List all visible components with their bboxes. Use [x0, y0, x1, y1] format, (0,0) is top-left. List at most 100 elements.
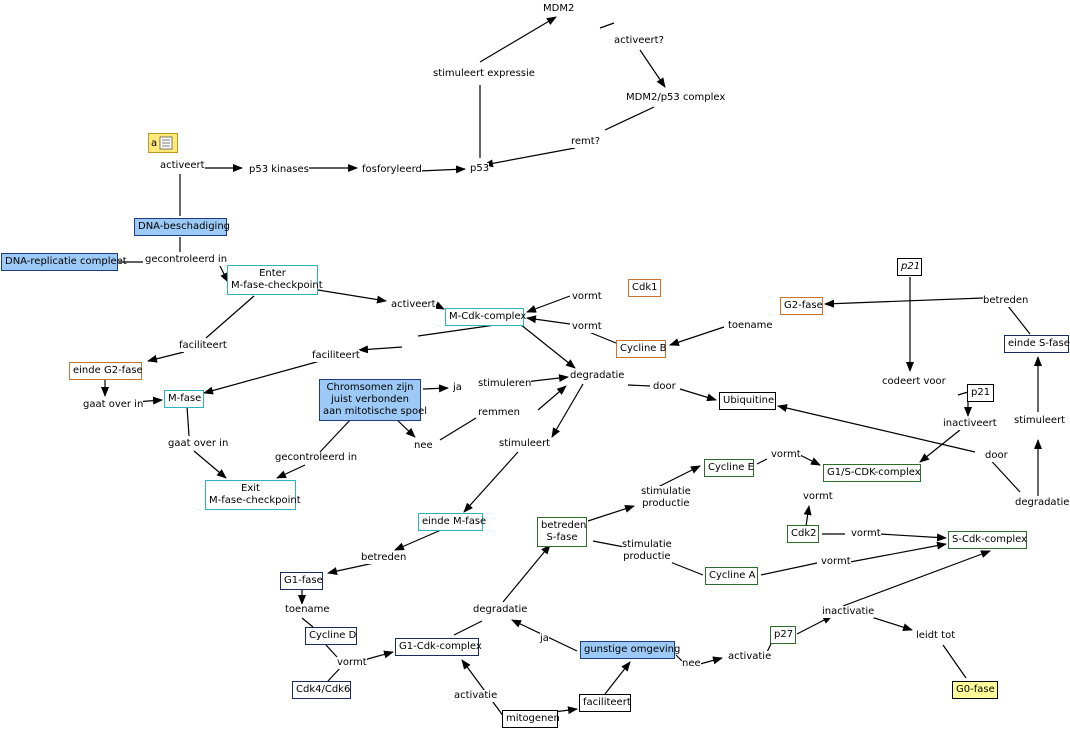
node-p21-gene[interactable]: p21	[897, 258, 922, 276]
connector-line	[502, 544, 551, 603]
connector-line	[879, 533, 947, 542]
connector-line	[699, 656, 723, 665]
connector-line	[526, 295, 571, 313]
label-gaat-over-in: gaat over in	[83, 399, 144, 411]
connector-line	[796, 615, 833, 635]
node-p21[interactable]: p21	[967, 384, 994, 402]
label-activeert-q: activeert?	[614, 35, 664, 47]
label-activatie: activatie	[454, 690, 498, 702]
label-activeert-2: activeert	[391, 299, 436, 311]
label-leidt-tot: leidt tot	[916, 630, 956, 642]
connector-line	[551, 383, 584, 438]
node-faciliteert[interactable]: faciliteert	[579, 694, 631, 712]
notes-icon[interactable]: a	[148, 133, 178, 153]
node-cycline-a[interactable]: Cycline A	[705, 567, 758, 585]
node-g1s-cdk-complex[interactable]: G1/S-CDK-complex	[823, 464, 921, 482]
label-stimuleert-expressie: stimuleert expressie	[433, 68, 535, 80]
label-stimulatie-productie: stimulatie productie	[641, 486, 691, 510]
label-vormt: vormt	[572, 321, 602, 333]
node-chromosomen[interactable]: Chromsomen zijn juist verbonden aan mito…	[319, 379, 427, 421]
connector-line	[319, 418, 352, 453]
node-p27[interactable]: p27	[770, 626, 796, 644]
connector-line	[358, 345, 403, 354]
node-cdk2[interactable]: Cdk2	[787, 525, 819, 543]
node-cycline-d[interactable]: Cycline D	[305, 627, 357, 645]
label-gaat-over-in-2: gaat over in	[168, 438, 229, 450]
connector-line	[824, 297, 984, 308]
connector-line	[1007, 305, 1031, 335]
connector-line	[418, 165, 466, 174]
node-enter-checkpoint[interactable]: Enter M-fase-checkpoint	[227, 265, 323, 295]
label-betreden: betreden	[983, 295, 1029, 307]
label-vormt: vormt	[572, 291, 602, 303]
connector-line	[483, 147, 576, 168]
connector-line	[479, 16, 557, 63]
label-degradatie-2: degradatie	[473, 604, 528, 616]
label-faciliteert: faciliteert	[179, 340, 227, 352]
node-dna-replicatie[interactable]: DNA-replicatie compleet	[1, 253, 127, 271]
node-gunstige-omgeving[interactable]: gunstige omgeving	[580, 641, 680, 659]
node-g0-fase[interactable]: G0-fase	[952, 681, 998, 699]
label-vormt-6: vormt	[851, 528, 881, 540]
connector-line	[599, 22, 615, 29]
node-cycline-b[interactable]: Cycline B	[616, 340, 666, 358]
label-mdm2: MDM2	[543, 3, 575, 15]
label-toename: toename	[728, 320, 773, 332]
connector-line	[417, 323, 503, 337]
node-cdk1[interactable]: Cdk1	[628, 279, 661, 297]
label-ja-2: ja	[540, 633, 549, 645]
connector-line	[777, 404, 976, 453]
connector-line	[186, 405, 190, 437]
label-degradatie-3: degradatie	[1015, 497, 1070, 509]
label-door: door	[653, 381, 676, 393]
node-g2-fase[interactable]: G2-fase	[780, 297, 823, 315]
node-mitogenen[interactable]: mitogenen	[502, 710, 560, 728]
node-m-fase[interactable]: M-fase	[164, 390, 204, 408]
connector-line	[849, 541, 947, 563]
label-vormt-7: vormt	[821, 556, 851, 568]
connector-line	[919, 429, 961, 463]
node-exit-checkpoint[interactable]: Exit M-fase-checkpoint	[205, 480, 301, 510]
connector-line	[604, 106, 655, 131]
node-cdk4-cdk6[interactable]: Cdk4/Cdk6	[292, 681, 351, 699]
node-g1-fase[interactable]: G1-fase	[280, 572, 323, 590]
node-s-cdk-complex[interactable]: S-Cdk-complex	[948, 531, 1027, 549]
node-einde-g2-fase[interactable]: einde G2-fase	[69, 362, 143, 380]
node-cycline-e[interactable]: Cycline E	[704, 459, 754, 477]
label-ja: ja	[453, 382, 462, 394]
connector-line	[317, 289, 387, 304]
connector-line	[803, 505, 812, 527]
label-nee: nee	[414, 440, 433, 452]
connector-line	[537, 385, 567, 411]
node-einde-s-fase[interactable]: einde S-fase	[1004, 335, 1070, 353]
connector-line	[524, 374, 569, 383]
label-remt-q: remt?	[571, 136, 601, 148]
label-nee-2: nee	[682, 658, 701, 670]
node-einde-m-fase[interactable]: einde M-fase	[418, 513, 486, 531]
label-activeert: activeert	[160, 160, 205, 172]
connector-line	[799, 454, 821, 466]
label-p53: p53	[470, 163, 490, 175]
connector-line	[679, 388, 717, 402]
label-faciliteert-2: faciliteert	[312, 350, 360, 362]
connector-line	[325, 644, 338, 658]
connector-line	[675, 654, 683, 662]
connector-line	[433, 301, 445, 310]
label-toename-2: toename	[285, 604, 330, 616]
connector-line	[526, 315, 571, 325]
connector-line	[942, 644, 967, 679]
connector-line	[453, 620, 483, 636]
node-betreden-s-fase[interactable]: betreden S-fase	[537, 517, 587, 547]
node-m-cdk-complex[interactable]: M-Cdk-complex	[445, 308, 526, 326]
connector-line	[205, 295, 255, 339]
connector-line	[422, 384, 449, 393]
node-dna-beschadiging[interactable]: DNA-beschadiging	[134, 218, 230, 236]
connector-line	[587, 504, 635, 522]
connector-line	[147, 351, 185, 363]
label-fosforyleerd: fosforyleerd	[362, 164, 422, 176]
node-g1-cdk-complex[interactable]: G1-Cdk-complex	[395, 638, 482, 656]
svg-text:a: a	[151, 138, 157, 149]
connector-line	[627, 384, 651, 387]
connector-line	[604, 661, 631, 695]
node-ubiquitine[interactable]: Ubiquitine	[719, 392, 776, 410]
